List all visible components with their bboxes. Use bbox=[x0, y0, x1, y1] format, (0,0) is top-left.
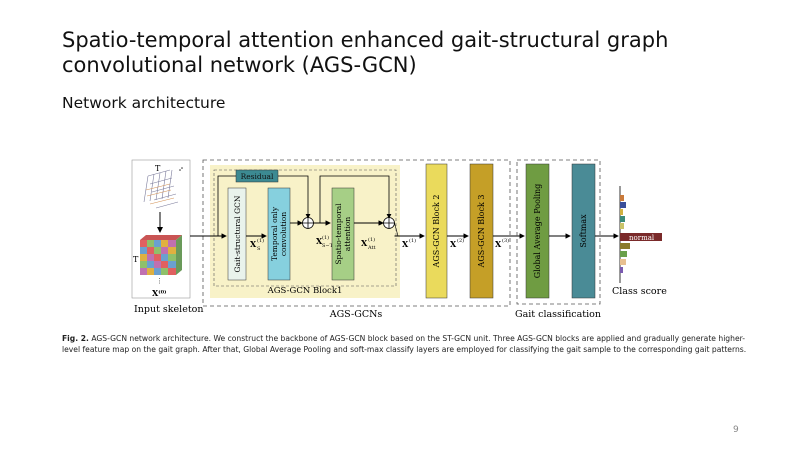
xs-sup: (1) bbox=[257, 237, 264, 244]
attention-label-1: Spatio-temporal bbox=[334, 203, 343, 265]
score-bar bbox=[620, 209, 623, 215]
score-bar-highlight bbox=[620, 233, 662, 241]
skip-to-sum2-arrow bbox=[319, 175, 392, 223]
score-bar bbox=[620, 259, 626, 265]
score-bar bbox=[620, 223, 624, 229]
attention-label-2: attention bbox=[343, 217, 352, 252]
xst-sub: S−T bbox=[322, 243, 334, 249]
page-number: 9 bbox=[733, 425, 739, 435]
block2-label: AGS-GCN Block 2 bbox=[432, 195, 441, 269]
normal-label: normal bbox=[629, 234, 655, 242]
figure-label: Fig. 2. bbox=[62, 334, 89, 343]
block1-label: AGS-GCN Block1 bbox=[267, 286, 343, 296]
ellipsis-icon: ⋮ bbox=[156, 277, 163, 285]
xatt-sub: Att bbox=[367, 245, 376, 251]
caption-text: AGS-GCN network architecture. We constru… bbox=[62, 334, 747, 354]
classification-label: Gait classification bbox=[515, 309, 601, 320]
classification-dashed-frame bbox=[516, 159, 601, 305]
xs-label: X bbox=[250, 239, 257, 249]
xst-label: X bbox=[316, 236, 323, 246]
skeleton-sequence-icon bbox=[143, 167, 183, 209]
x1-label: X bbox=[402, 239, 409, 249]
gait-structural-gcn-box bbox=[227, 187, 247, 281]
score-bar bbox=[620, 216, 625, 222]
xatt-sup: (1) bbox=[368, 236, 375, 243]
gap-box bbox=[525, 163, 550, 299]
slide-title: Spatio-temporal attention enhanced gait-… bbox=[62, 28, 669, 77]
sum-node-1-plus bbox=[302, 217, 314, 229]
x2-label: X bbox=[450, 239, 457, 249]
score-bar bbox=[620, 243, 630, 249]
xatt-label: X bbox=[361, 238, 368, 248]
score-bar bbox=[620, 267, 623, 273]
attention-box bbox=[331, 187, 355, 281]
gcn-label: Gait-structural GCN bbox=[233, 195, 242, 272]
block3-label: AGS-GCN Block 3 bbox=[477, 195, 486, 269]
residual-out-arrow bbox=[278, 175, 311, 219]
input-skeleton-label: Input skeleton bbox=[134, 304, 203, 315]
agsgcns-dashed-frame bbox=[202, 159, 511, 307]
score-bar bbox=[620, 195, 624, 201]
residual-label: Residual bbox=[241, 172, 274, 181]
input-x0-label: X⁽⁰⁾ bbox=[152, 288, 166, 298]
sum-node-2-plus bbox=[383, 217, 395, 229]
class-score-bars bbox=[620, 195, 662, 273]
x1-sup: (1) bbox=[409, 237, 416, 244]
feature-tensor-cube bbox=[140, 235, 182, 275]
temporal-label-2: convolution bbox=[279, 212, 288, 256]
input-t-side-label: T bbox=[133, 255, 139, 264]
score-bar bbox=[620, 202, 626, 208]
temporal-label-1: Temporal only bbox=[270, 206, 279, 261]
input-t-top-label: T bbox=[155, 164, 161, 173]
class-score-label: Class score bbox=[612, 286, 667, 297]
xs-sub: S bbox=[257, 246, 261, 252]
x3-label: X bbox=[495, 239, 502, 249]
residual-in-line bbox=[217, 175, 236, 236]
softmax-label: Softmax bbox=[579, 214, 588, 248]
x2-sup: (2) bbox=[457, 237, 464, 244]
x3-sup: (3) bbox=[502, 237, 509, 244]
sum2-out-connector bbox=[394, 222, 399, 237]
block3-box bbox=[469, 163, 494, 299]
agsgcns-label: AGS-GCNs bbox=[329, 309, 383, 320]
slide-subtitle: Network architecture bbox=[62, 94, 226, 112]
temporal-conv-box bbox=[267, 187, 291, 281]
score-bar bbox=[620, 251, 627, 257]
xst-sup: (1) bbox=[322, 234, 329, 241]
block2-box bbox=[425, 163, 448, 299]
figure-caption: Fig. 2. AGS-GCN network architecture. We… bbox=[62, 333, 752, 355]
gap-label: Global Average Pooling bbox=[533, 184, 542, 279]
softmax-box bbox=[571, 163, 596, 299]
